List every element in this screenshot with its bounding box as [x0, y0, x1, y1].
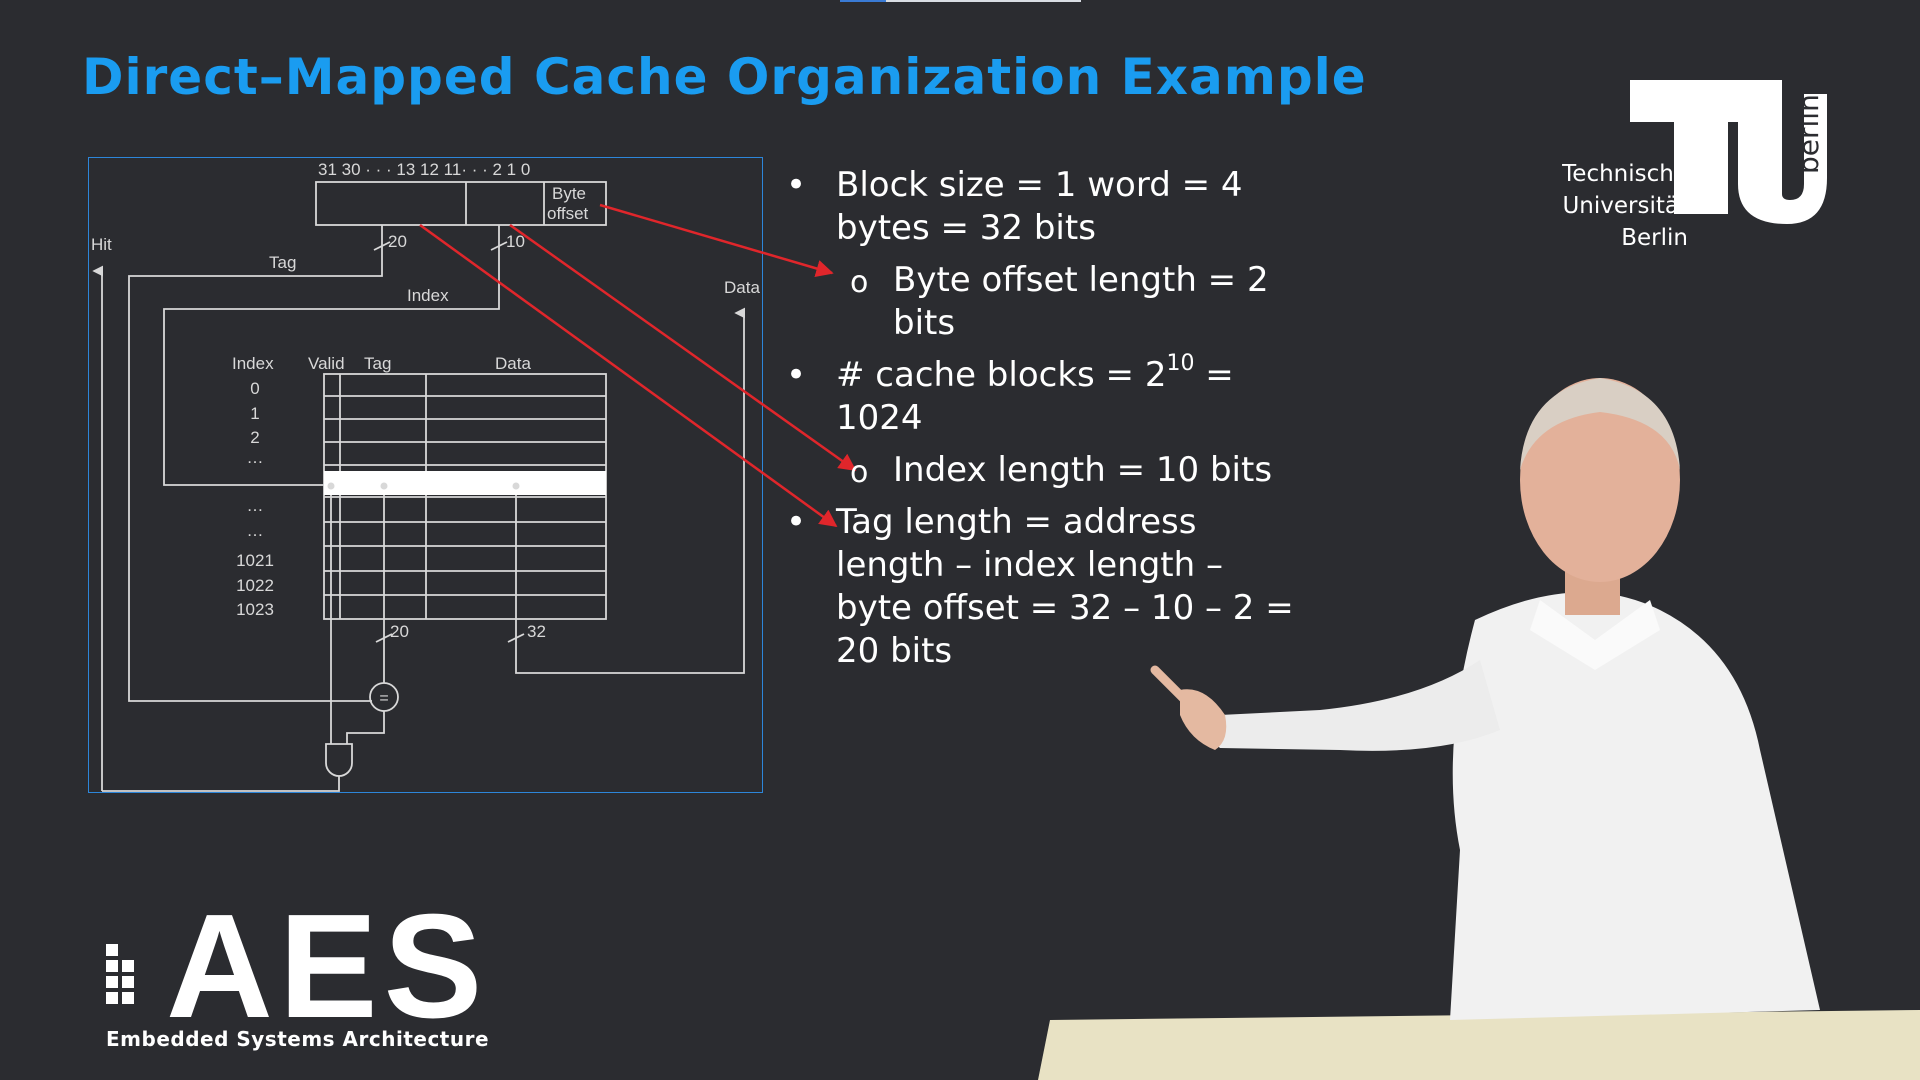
tu-vertical-word: berlin: [1792, 94, 1825, 174]
bullet-block-size: • Block size = 1 word = 4 bytes = 32 bit…: [780, 164, 1300, 250]
data-out-label: Data: [724, 278, 760, 297]
bullet-glyph: •: [786, 502, 807, 542]
bullet-list: • Block size = 1 word = 4 bytes = 32 bit…: [780, 164, 1300, 673]
row-index-ellipsis-2: …: [247, 496, 264, 515]
index-bus-width: 10: [506, 232, 525, 251]
selected-cache-row: [324, 471, 606, 495]
tu-berlin-logo: berlin: [1630, 80, 1827, 224]
row-index-1022: 1022: [236, 576, 274, 595]
bullet-tag-length-line4: 20 bits: [836, 631, 953, 671]
video-progress-fill: [840, 0, 886, 2]
row-index-2: 2: [250, 428, 259, 447]
and-gate: [325, 743, 353, 777]
bullet-tag-length-line1: Tag length = address: [836, 502, 1197, 542]
sub-byte-offset: o Byte offset length = 2 bits: [780, 259, 1300, 345]
presenter-video: [1038, 378, 1920, 1080]
sub-index-length: o Index length = 10 bits: [780, 449, 1300, 492]
byte-offset-label-1: Byte: [552, 184, 586, 203]
lectern: [1038, 1010, 1920, 1080]
tag-bus-width: 20: [388, 232, 407, 251]
video-progress-tab[interactable]: [840, 0, 1081, 2]
table-header-data: Data: [495, 354, 531, 373]
index-label: Index: [407, 286, 449, 305]
aes-logo-letters: AES: [166, 884, 489, 1049]
bullet-block-size-line2: bytes = 32 bits: [836, 208, 1096, 248]
bullet-cache-blocks-line1: # cache blocks = 210 =: [836, 350, 1234, 395]
byte-offset-label-2: offset: [547, 204, 589, 223]
row-index-ellipsis-3: …: [247, 521, 264, 540]
exponent: 10: [1166, 350, 1195, 376]
sub-byte-offset-line1: Byte offset length = 2: [893, 260, 1269, 300]
table-header-valid: Valid: [308, 354, 345, 373]
bullet-glyph: •: [786, 165, 807, 205]
aes-bar-icon: [106, 944, 134, 1004]
cache-diagram-svg: 31 30 · · · 13 12 11· · · 2 1 0 Byte off…: [91, 160, 760, 792]
bullet-cache-blocks: • # cache blocks = 210 = 1024: [780, 350, 1300, 440]
bullet-tag-length-line3: byte offset = 32 – 10 – 2 =: [836, 588, 1294, 628]
bullet-tag-length-line2: length – index length –: [836, 545, 1223, 585]
row-index-1: 1: [250, 404, 259, 423]
sub-index-length-line1: Index length = 10 bits: [893, 450, 1273, 490]
comparator-symbol: =: [379, 690, 388, 707]
tag-comparator: [369, 682, 399, 712]
sub-bullet-glyph: o: [850, 455, 869, 490]
row-index-1023: 1023: [236, 600, 274, 619]
address-bit-labels: 31 30 · · · 13 12 11· · · 2 1 0: [318, 160, 530, 179]
table-header-index: Index: [232, 354, 274, 373]
bullet-block-size-line1: Block size = 1 word = 4: [836, 165, 1243, 205]
tag-label: Tag: [269, 253, 296, 272]
row-index-0: 0: [250, 379, 259, 398]
sub-bullet-glyph: o: [850, 265, 869, 300]
presenter-head: [1520, 378, 1680, 582]
row-index-ellipsis-1: …: [247, 448, 264, 467]
row-index-1021: 1021: [236, 551, 274, 570]
cache-diagram: 31 30 · · · 13 12 11· · · 2 1 0 Byte off…: [88, 157, 763, 793]
tag-out-width: 20: [390, 622, 409, 641]
aes-logo-subtitle: Embedded Systems Architecture: [106, 1027, 490, 1051]
tu-berlin-wordmark: Technische Universität Berlin: [1562, 161, 1688, 251]
hit-label: Hit: [91, 235, 112, 254]
data-out-width: 32: [527, 622, 546, 641]
bullet-cache-blocks-line2: 1024: [836, 398, 923, 438]
bullet-tag-length: • Tag length = address length – index le…: [780, 501, 1300, 673]
table-header-tag: Tag: [364, 354, 391, 373]
bullet-glyph: •: [786, 355, 807, 395]
slide-title: Direct–Mapped Cache Organization Example: [82, 48, 1367, 106]
sub-byte-offset-line2: bits: [893, 303, 956, 343]
